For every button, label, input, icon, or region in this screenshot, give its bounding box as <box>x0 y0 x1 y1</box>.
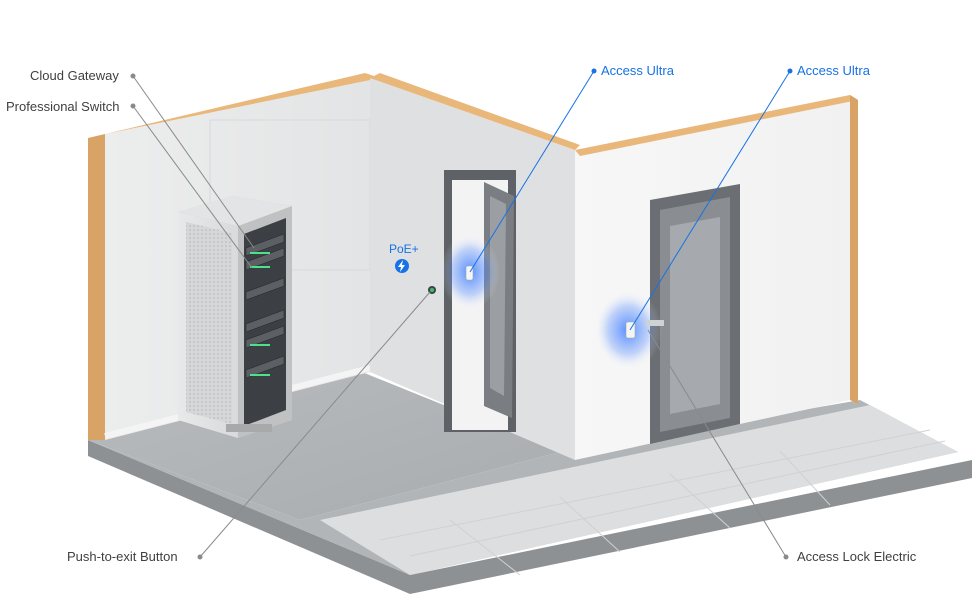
push-to-exit-label: Push-to-exit Button <box>67 549 178 564</box>
leader-lines <box>132 70 791 558</box>
poe-label: PoE+ <box>389 242 419 256</box>
right-wall <box>575 95 858 460</box>
access-ultra-left-label: Access Ultra <box>601 63 674 78</box>
professional-switch-label: Professional Switch <box>6 99 120 114</box>
server-rack <box>178 196 292 438</box>
access-ultra-right-label: Access Ultra <box>797 63 870 78</box>
leader-dots <box>130 68 793 560</box>
floor-slab <box>88 372 972 594</box>
lightning-bolt-icon <box>395 259 409 273</box>
access-lock-label: Access Lock Electric <box>797 549 917 564</box>
door-handle <box>646 320 664 326</box>
cloud-gateway-label: Cloud Gateway <box>30 68 119 83</box>
